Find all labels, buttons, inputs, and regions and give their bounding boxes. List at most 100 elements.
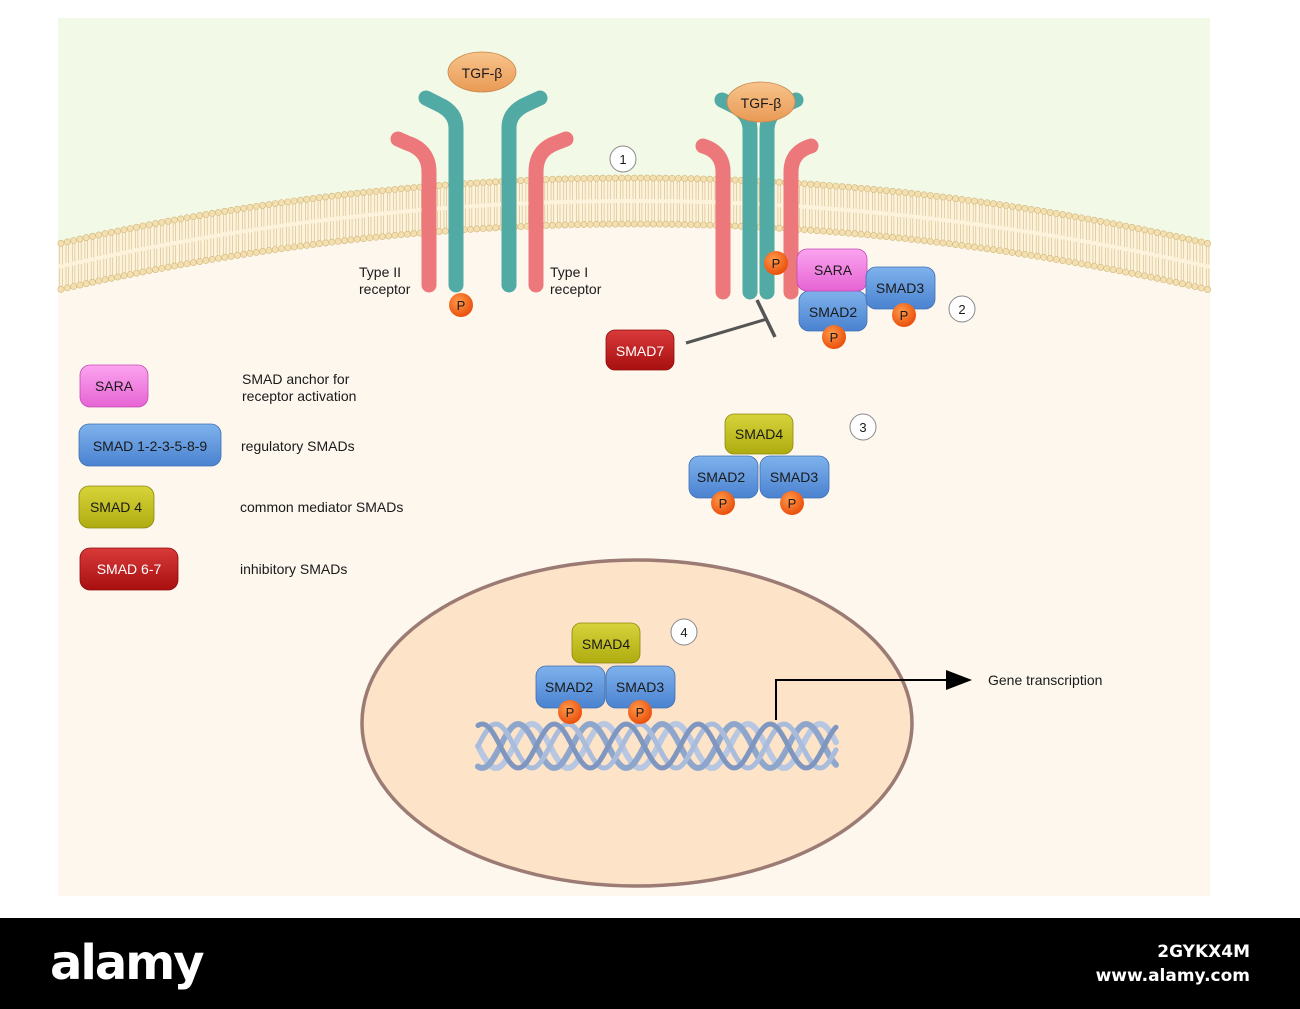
lipid-head: [1116, 267, 1123, 275]
lipid-head: [586, 174, 594, 182]
lipid-head: [1084, 215, 1092, 223]
lipid-head: [908, 235, 915, 243]
lipid-head: [1109, 220, 1117, 228]
lipid-head: [983, 245, 991, 253]
lipid-head: [347, 236, 355, 244]
lipid-head: [939, 239, 947, 247]
lipid-head: [1053, 210, 1060, 217]
lipid-head: [832, 182, 840, 190]
lipid-head: [290, 243, 298, 251]
lipid-head: [1071, 213, 1079, 221]
lipid-head: [807, 226, 815, 234]
lipid-head: [334, 192, 342, 199]
lipid-head: [271, 246, 279, 254]
lipid-head: [347, 190, 355, 198]
lipid-head: [410, 184, 418, 192]
lipid-head: [359, 235, 367, 242]
lipid-head: [555, 175, 563, 183]
lipid-head: [303, 195, 311, 203]
lipid-head: [990, 246, 997, 254]
lipid-head: [1197, 284, 1205, 292]
lipid-head: [1103, 219, 1111, 226]
lipid-head: [271, 200, 279, 208]
lipid-head: [1059, 257, 1067, 264]
lipid-head: [435, 228, 443, 235]
lipid-head: [108, 274, 115, 282]
lipid-head: [183, 260, 191, 268]
phosphate-smad3-cyto: [780, 491, 804, 515]
lipid-head: [183, 214, 191, 222]
lipid-head: [391, 231, 399, 239]
lipid-head: [1065, 258, 1073, 266]
lipid-head: [410, 230, 418, 238]
lipid-head: [1078, 214, 1085, 222]
lipid-head: [1059, 211, 1067, 218]
lipid-head: [404, 184, 411, 192]
lipid-head: [618, 174, 626, 182]
phosphate-smad2: [822, 325, 846, 349]
lipid-head: [914, 236, 922, 244]
step-circle-2: [948, 295, 976, 323]
lipid-head: [851, 230, 859, 238]
lipid-head: [1065, 212, 1073, 220]
lipid-head: [89, 232, 96, 240]
lipid-head: [108, 228, 115, 236]
type-i-receptor-right: [501, 90, 548, 293]
legend-item-sara: SARA SMAD anchor for receptor activation: [79, 364, 356, 408]
lipid-head: [70, 237, 77, 244]
lipid-head: [1134, 271, 1142, 278]
lipid-head: [1090, 216, 1098, 224]
smad2-label: SMAD2: [809, 304, 857, 320]
lipid-head: [580, 175, 588, 182]
type-ii-receptor-label-line2: receptor: [359, 281, 411, 297]
legend-swatch-common: [78, 485, 155, 529]
lipid-head: [101, 230, 109, 238]
lipid-head: [385, 232, 392, 240]
type-i-receptor-label-line2: receptor: [550, 281, 602, 297]
lipid-head: [624, 174, 632, 182]
phosphate-smad3: [892, 303, 916, 327]
lipid-head: [70, 283, 77, 290]
lipid-head: [649, 220, 657, 228]
smad4-label: SMAD4: [735, 426, 783, 442]
lipid-head: [479, 179, 487, 186]
lipid-head: [939, 193, 947, 201]
lipid-head: [832, 228, 840, 236]
lipid-head: [76, 235, 84, 243]
lipid-head: [838, 229, 846, 237]
type-ii-receptor-active: [695, 138, 731, 300]
lipid-head: [1097, 263, 1104, 271]
lipid-head: [372, 233, 380, 241]
lipid-head: [404, 230, 411, 238]
lipid-head: [57, 285, 65, 293]
legend-key-inhibitory: SMAD 6-7: [97, 561, 162, 577]
lipid-head: [120, 226, 128, 234]
lipid-head: [952, 195, 959, 202]
lipid-head: [561, 221, 569, 229]
lipid-head: [252, 202, 260, 210]
lipid-head: [851, 184, 859, 192]
lipid-head: [624, 220, 632, 228]
extracellular-space: [58, 18, 1210, 244]
lipid-head: [164, 263, 172, 271]
phosphate-smad2-label: P: [830, 330, 839, 345]
legend-desc-common: common mediator SMADs: [240, 499, 403, 515]
type-ii-receptor-active-right: [783, 138, 819, 300]
lipid-head: [177, 261, 185, 269]
lipid-head: [1090, 262, 1098, 270]
lipid-head: [901, 235, 909, 243]
lipid-head: [208, 255, 216, 263]
lipid-head: [574, 175, 581, 183]
inhibition-line: [685, 317, 768, 345]
lipid-head: [542, 222, 550, 229]
lipid-head: [139, 222, 147, 230]
lipid-head: [706, 175, 714, 183]
type-ii-receptor-label-line1: Type II: [359, 264, 401, 280]
lipid-head: [246, 249, 254, 257]
lipid-head: [920, 191, 928, 199]
phosphate-group: [449, 293, 473, 317]
step-circle-4: [670, 618, 698, 646]
lipid-head: [126, 225, 134, 232]
lipid-head: [637, 174, 644, 182]
lipid-head: [1179, 234, 1186, 242]
